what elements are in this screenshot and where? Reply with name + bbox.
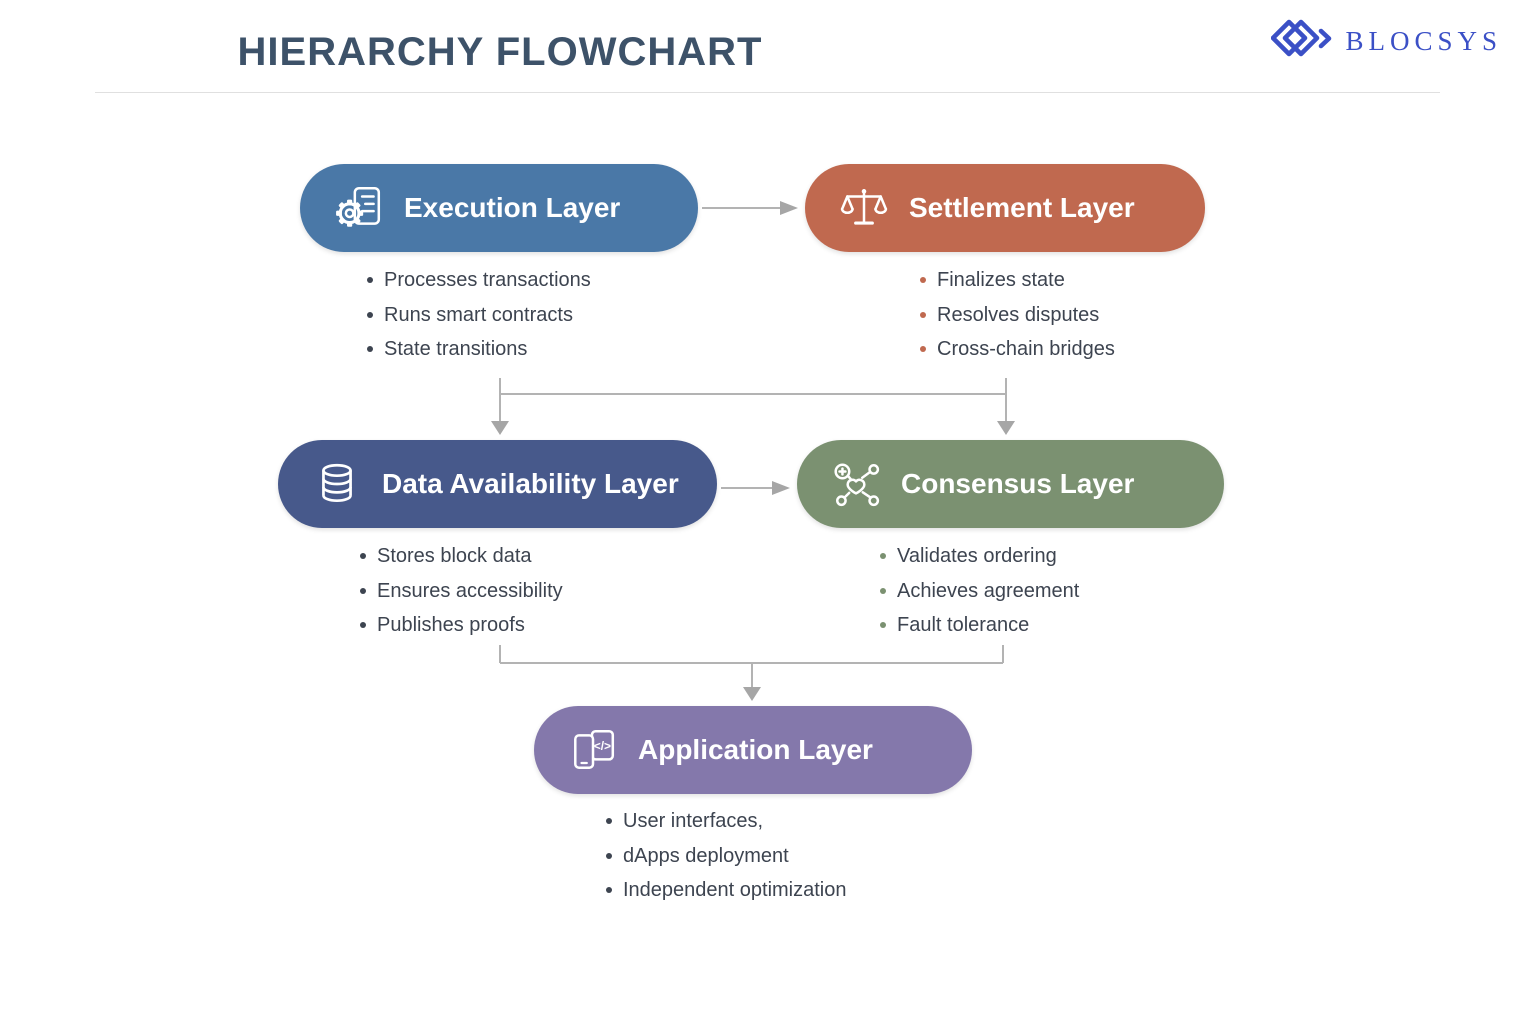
consensus-network-icon	[831, 459, 881, 509]
node-consensus-layer: Consensus Layer	[797, 440, 1224, 528]
bullet-item: Publishes proofs	[358, 608, 563, 643]
application-bullet-list: User interfaces, dApps deployment Indepe…	[604, 804, 847, 908]
bullet-item: Resolves disputes	[918, 298, 1115, 333]
bullet-item: Stores block data	[358, 539, 563, 574]
node-label: Execution Layer	[404, 192, 621, 223]
bullet-item: dApps deployment	[604, 839, 847, 874]
node-label: Consensus Layer	[901, 468, 1135, 499]
data-availability-bullet-list: Stores block data Ensures accessibility …	[358, 539, 563, 643]
node-label: Data Availability Layer	[382, 468, 679, 499]
bullet-item: Validates ordering	[878, 539, 1079, 574]
node-label: Settlement Layer	[909, 192, 1135, 223]
bullet-item: State transitions	[365, 332, 591, 367]
bullet-item: Independent optimization	[604, 873, 847, 908]
settlement-bullet-list: Finalizes state Resolves disputes Cross-…	[918, 263, 1115, 367]
brand-name: BLOCSYS	[1345, 26, 1502, 56]
bullet-item: Runs smart contracts	[365, 298, 591, 333]
bullet-item: Finalizes state	[918, 263, 1115, 298]
node-application-layer: </> Application Layer	[534, 706, 972, 794]
gear-document-icon	[334, 183, 384, 233]
page-title: HIERARCHY FLOWCHART	[237, 30, 763, 74]
database-icon	[312, 459, 362, 509]
svg-text:</>: </>	[594, 739, 611, 753]
brand-logo: BLOCSYS	[1271, 16, 1502, 67]
bullet-item: Processes transactions	[365, 263, 591, 298]
bullet-item: Achieves agreement	[878, 574, 1079, 609]
title-divider	[95, 92, 1440, 93]
node-settlement-layer: Settlement Layer	[805, 164, 1205, 252]
execution-bullet-list: Processes transactions Runs smart contra…	[365, 263, 591, 367]
consensus-bullet-list: Validates ordering Achieves agreement Fa…	[878, 539, 1079, 643]
node-data-availability-layer: Data Availability Layer	[278, 440, 717, 528]
bullet-item: User interfaces,	[604, 804, 847, 839]
bullet-item: Ensures accessibility	[358, 574, 563, 609]
scales-icon	[839, 183, 889, 233]
node-execution-layer: Execution Layer	[300, 164, 698, 252]
bullet-item: Fault tolerance	[878, 608, 1079, 643]
bullet-item: Cross-chain bridges	[918, 332, 1115, 367]
phone-code-icon: </>	[568, 725, 618, 775]
blocsys-diamonds-logo-icon	[1271, 16, 1335, 67]
node-label: Application Layer	[638, 734, 873, 765]
